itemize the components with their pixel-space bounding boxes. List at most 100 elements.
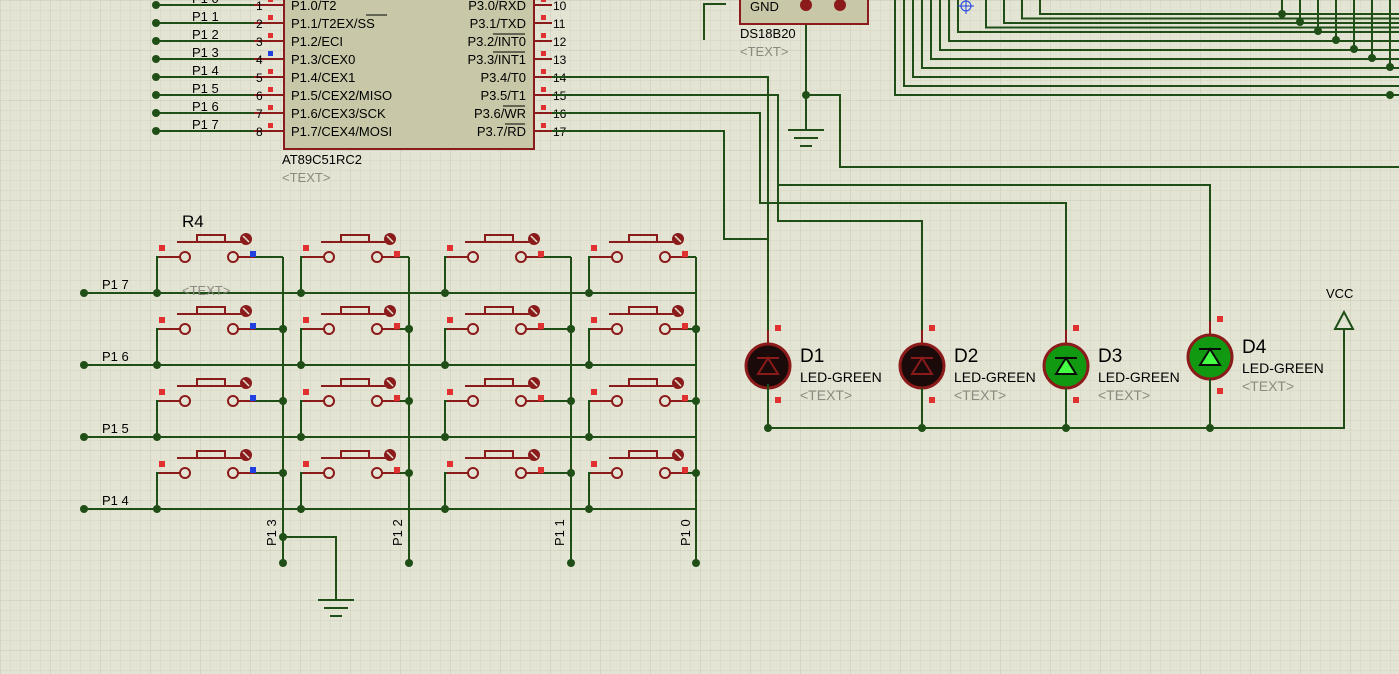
pin-marker [541,0,546,2]
pin-marker [250,323,256,329]
junction-dot [441,433,449,441]
keypad-button[interactable] [303,233,400,263]
led-group[interactable]: D1LED-GREEN<TEXT>D2LED-GREEN<TEXT>D3LED-… [744,316,1324,432]
keypad-button[interactable] [591,305,688,335]
actuator-mark [530,379,538,387]
junction-dot [1278,10,1286,18]
junction-dot [1332,36,1340,44]
keypad-button[interactable] [159,233,256,263]
sensor-text-placeholder: <TEXT> [740,44,788,59]
pin-marker [250,395,256,401]
ds18b20-sensor[interactable]: GND DS18B20 <TEXT> [739,0,869,59]
keypad-button[interactable] [159,377,256,407]
button-plunger [465,306,529,315]
button-contact [659,395,671,407]
button-contact [659,251,671,263]
net-label: P1 6 [192,99,219,114]
pin-marker [268,0,273,2]
pin-marker [1217,388,1223,394]
keypad-button[interactable] [303,305,400,335]
led-value: LED-GREEN [954,369,1036,385]
bus-wire [1021,0,1399,20]
keypad-button[interactable] [447,377,544,407]
pin-marker [268,69,273,74]
led-diode-symbol [756,356,780,375]
pin-marker [591,245,597,251]
button-contact [227,323,239,335]
button-plunger [177,450,241,459]
button-contact [611,323,623,335]
keypad-button[interactable] [447,305,544,335]
bus-wire [957,0,1399,33]
led-value: LED-GREEN [800,369,882,385]
junction-dot [802,91,810,99]
junction-dot [1368,54,1376,62]
keypad-row-labels: P1 7P1 6P1 5P1 4 [102,277,129,508]
led-ref: D3 [1098,346,1122,367]
keypad-button[interactable] [591,377,688,407]
button-plunger [177,378,241,387]
button-plunger [177,306,241,315]
button-plunger [177,234,241,243]
button-contact [467,395,479,407]
pin-marker [775,397,781,403]
keypad-button[interactable] [447,449,544,479]
button-contact [467,467,479,479]
mcu-right-pin-label: P3.7/RD [477,124,526,139]
keypad-col-net-label: P1 3 [264,519,279,546]
pin-marker [303,389,309,395]
mcu-left-pin-number: 7 [256,107,263,121]
pin-marker [1073,325,1079,331]
net-terminal-dot [567,559,575,567]
junction-dot [153,289,161,297]
mcu-left-pin-number: 4 [256,53,263,67]
keypad-col-net-label: P1 2 [390,519,405,546]
mcu-left-pin-number: 6 [256,89,263,103]
keypad-button[interactable] [303,377,400,407]
pin-marker [250,467,256,473]
bus-wiring [894,0,1399,99]
ground-symbol-sensor [788,129,824,147]
actuator-mark [242,451,250,459]
net-terminal-dot [152,73,160,81]
pin-marker [775,325,781,331]
mcu-left-pin-group: P1.0/T21P1.1/T2EX/SS2P1.2/ECI3P1.3/CEX04… [254,0,392,139]
keypad-button[interactable] [159,449,256,479]
button-plunger [465,378,529,387]
pin-marker [1217,316,1223,322]
junction-dot [441,505,449,513]
keypad-button[interactable] [591,233,688,263]
button-contact [611,251,623,263]
net-terminal-dot [152,91,160,99]
mcu-at89c51rc2[interactable]: P1.0/T21P1.1/T2EX/SS2P1.2/ECI3P1.3/CEX04… [254,0,567,185]
led-ref: D4 [1242,337,1267,358]
button-contact [179,251,191,263]
actuator-mark [242,307,250,315]
actuator-mark [242,235,250,243]
mcu-text-placeholder: <TEXT> [282,170,330,185]
net-terminal-dot [279,559,287,567]
keypad-button[interactable] [159,305,256,335]
mcu-right-pin-label: P3.3/INT1 [467,52,526,67]
pin-marker [268,15,273,20]
junction-dot [585,289,593,297]
keypad-button[interactable] [447,233,544,263]
button-contact [227,251,239,263]
keypad-button[interactable] [591,449,688,479]
pin-marker [541,105,546,110]
junction-dot [153,361,161,369]
button-contact [227,467,239,479]
keypad-buttons[interactable] [159,233,688,479]
keypad-row-net-label: P1 5 [102,421,129,436]
keypad-button[interactable] [303,449,400,479]
mcu-right-pin-label: P3.1/TXD [470,16,526,31]
mcu-right-pin-label: P3.5/T1 [480,88,526,103]
bus-wire [939,0,1399,51]
button-plunger [609,450,673,459]
pin-marker [682,251,688,257]
